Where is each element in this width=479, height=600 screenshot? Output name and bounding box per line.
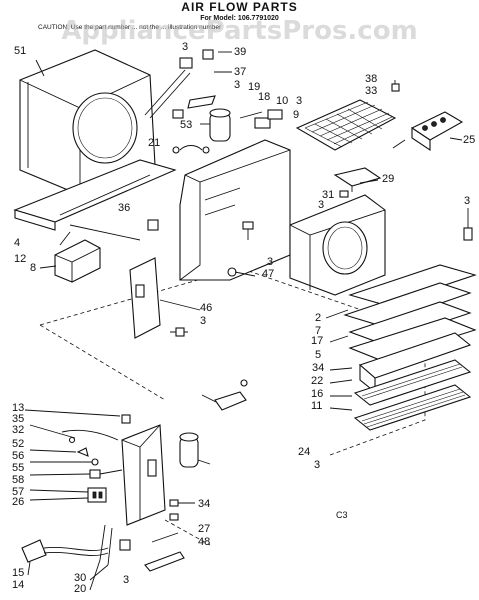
part-22-16-11-trays bbox=[353, 332, 472, 431]
callout-14: 14 bbox=[12, 579, 25, 591]
callout-33: 33 bbox=[365, 85, 378, 97]
callout-57: 57 bbox=[12, 486, 25, 498]
callout-24: 24 bbox=[298, 446, 311, 458]
callout-19: 19 bbox=[248, 81, 261, 93]
part-33-filter-grille bbox=[295, 83, 400, 151]
callout-30: 30 bbox=[74, 572, 87, 584]
callout-3: 3 bbox=[314, 459, 321, 471]
callout-4: 4 bbox=[14, 237, 21, 249]
part-51-fan-shroud bbox=[19, 49, 156, 196]
callout-46: 46 bbox=[200, 302, 213, 314]
callout-2: 2 bbox=[315, 312, 322, 324]
part-29-bracket bbox=[333, 167, 382, 198]
screw-right-head bbox=[463, 227, 473, 241]
callout-27: 27 bbox=[198, 523, 211, 535]
callout-21: 21 bbox=[148, 137, 161, 149]
part-26-switch bbox=[87, 487, 107, 503]
part-small-electrical-parts bbox=[61, 414, 131, 479]
part-46-control-board bbox=[129, 257, 201, 339]
part-electrical-box bbox=[121, 424, 166, 526]
callout-36: 36 bbox=[118, 202, 131, 214]
assembly-outline bbox=[39, 267, 426, 546]
part-24-run-capacitor bbox=[179, 432, 211, 468]
callout-5: 5 bbox=[315, 349, 322, 361]
callout-c3: C3 bbox=[336, 510, 348, 520]
callout-13: 13 bbox=[12, 402, 25, 414]
part-4-12-base-rail bbox=[13, 159, 177, 241]
callout-48: 48 bbox=[198, 536, 211, 548]
callout-16: 16 bbox=[311, 388, 324, 400]
callout-10: 10 bbox=[276, 95, 289, 107]
callout-3: 3 bbox=[234, 79, 241, 91]
callout-3: 3 bbox=[267, 256, 274, 268]
part-34-thermistor-bracket bbox=[201, 379, 248, 411]
leader-lines bbox=[24, 51, 463, 591]
callout-34: 34 bbox=[198, 498, 211, 510]
callout-51: 51 bbox=[14, 45, 27, 57]
callout-15: 15 bbox=[12, 567, 25, 579]
model-number: For Model: 106.7791020 bbox=[200, 15, 279, 22]
callout-11: 11 bbox=[311, 400, 323, 412]
callout-3: 3 bbox=[318, 199, 325, 211]
part-36-clip bbox=[147, 219, 159, 231]
part-7-17-base-pans bbox=[343, 264, 477, 361]
part-25-control-panel bbox=[392, 111, 464, 152]
callout-9: 9 bbox=[293, 109, 300, 121]
callout-8: 8 bbox=[30, 262, 37, 274]
callout-7: 7 bbox=[315, 325, 322, 337]
callout-3: 3 bbox=[296, 95, 303, 107]
callout-20: 20 bbox=[74, 583, 87, 595]
callout-38: 38 bbox=[365, 73, 378, 85]
callout-39: 39 bbox=[234, 46, 247, 58]
callout-3: 3 bbox=[123, 574, 130, 586]
callout-47: 47 bbox=[262, 268, 275, 280]
page-title: AIR FLOW PARTS bbox=[181, 0, 298, 14]
callout-3: 3 bbox=[182, 41, 189, 53]
callout-29: 29 bbox=[382, 173, 395, 185]
part-37-39-bracket bbox=[144, 49, 216, 119]
callout-18: 18 bbox=[258, 91, 271, 103]
callout-22: 22 bbox=[311, 375, 324, 387]
callout-53: 53 bbox=[180, 119, 193, 131]
part-2-blower-housing bbox=[242, 194, 386, 296]
caution-note: CAUTION: Use the part number ... not the… bbox=[38, 24, 222, 31]
callout-55: 55 bbox=[12, 462, 25, 474]
callout-56: 56 bbox=[12, 450, 25, 462]
part-53-capacitor bbox=[172, 108, 263, 154]
part-8-bracket bbox=[54, 239, 101, 283]
callout-25: 25 bbox=[463, 134, 476, 146]
part-bottom-hardware bbox=[99, 499, 195, 572]
callout-35: 35 bbox=[12, 413, 25, 425]
callout-58: 58 bbox=[12, 474, 25, 486]
callout-37: 37 bbox=[234, 66, 247, 78]
callout-32: 32 bbox=[12, 424, 25, 436]
part-15-power-cord bbox=[21, 539, 109, 576]
callout-12: 12 bbox=[14, 253, 27, 265]
callout-26: 26 bbox=[12, 496, 25, 508]
callout-52: 52 bbox=[12, 438, 25, 450]
callout-17: 17 bbox=[311, 335, 324, 347]
part-47 bbox=[227, 267, 237, 277]
callout-3: 3 bbox=[464, 195, 471, 207]
callout-31: 31 bbox=[322, 189, 335, 201]
part-9-partition-panel bbox=[179, 109, 291, 281]
callout-3: 3 bbox=[200, 315, 207, 327]
callout-34: 34 bbox=[312, 362, 325, 374]
